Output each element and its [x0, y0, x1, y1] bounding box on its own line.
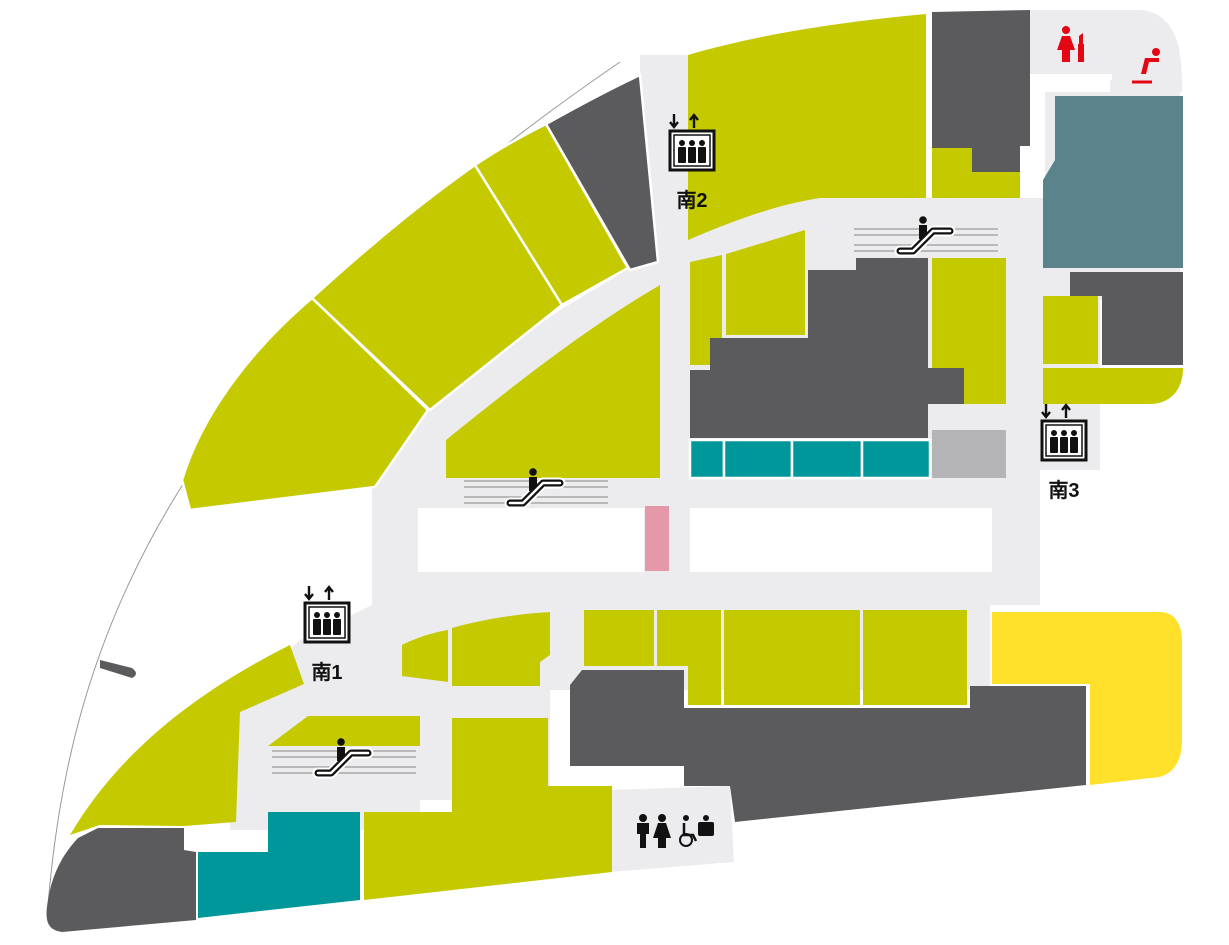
- store-mid-col-1[interactable]: [690, 255, 722, 365]
- store-mid-dark[interactable]: [690, 258, 964, 438]
- store-top-dark[interactable]: [932, 10, 1030, 172]
- store-teal-2[interactable]: [722, 438, 794, 480]
- elevator-icon: [303, 584, 351, 644]
- ostomate-icon: [698, 815, 714, 836]
- store-upper-arc-4[interactable]: [544, 73, 660, 272]
- store-teal-3[interactable]: [790, 438, 864, 480]
- store-yellow[interactable]: [992, 612, 1182, 785]
- store-bottom-center[interactable]: [364, 718, 612, 900]
- store-bottom-dark[interactable]: [46, 828, 196, 932]
- store-bottom-left-arc[interactable]: [70, 645, 304, 835]
- store-mid-left[interactable]: [446, 285, 660, 478]
- store-bottom-teal[interactable]: [198, 812, 360, 918]
- lipstick-icon: [1078, 33, 1084, 62]
- rest-seat-icon: [1132, 48, 1160, 84]
- elevator-s1[interactable]: 南1: [303, 584, 351, 684]
- store-lower-5[interactable]: [724, 610, 860, 705]
- map-edge-marker: [100, 660, 136, 678]
- store-right-strip[interactable]: [1043, 368, 1183, 404]
- store-lower-4[interactable]: [657, 610, 721, 705]
- store-teal-1[interactable]: [688, 438, 726, 480]
- store-lower-6[interactable]: [863, 610, 967, 705]
- store-lower-dark[interactable]: [570, 670, 1086, 822]
- restroom-main[interactable]: [637, 814, 714, 848]
- store-lower-1[interactable]: [402, 630, 448, 682]
- elevator-label: 南2: [676, 189, 707, 212]
- elevator-s3[interactable]: 南3: [1040, 402, 1088, 502]
- wheelchair-icon: [679, 815, 698, 847]
- atrium-bridge: [645, 506, 669, 571]
- atrium-void-left: [418, 508, 644, 572]
- store-gray[interactable]: [932, 430, 1006, 478]
- store-teal-4[interactable]: [860, 438, 932, 480]
- store-lower-2[interactable]: [452, 612, 550, 686]
- restroom-top-right[interactable]: [1057, 26, 1160, 84]
- atrium-void-right: [690, 508, 992, 572]
- store-top-center[interactable]: [688, 14, 926, 240]
- store-top-small[interactable]: [932, 148, 1020, 198]
- store-bottom-left-small[interactable]: [268, 716, 420, 746]
- elevator-label: 南1: [311, 661, 342, 684]
- store-right-small[interactable]: [1043, 296, 1098, 364]
- store-right-dark[interactable]: [1070, 272, 1183, 365]
- woman-icon: [1057, 26, 1075, 62]
- store-right-slate[interactable]: [1043, 96, 1183, 268]
- elevator-s2[interactable]: 南2: [668, 112, 716, 212]
- store-lower-3[interactable]: [584, 610, 654, 666]
- elevator-label: 南3: [1048, 479, 1079, 502]
- store-mid-col-2[interactable]: [726, 230, 805, 335]
